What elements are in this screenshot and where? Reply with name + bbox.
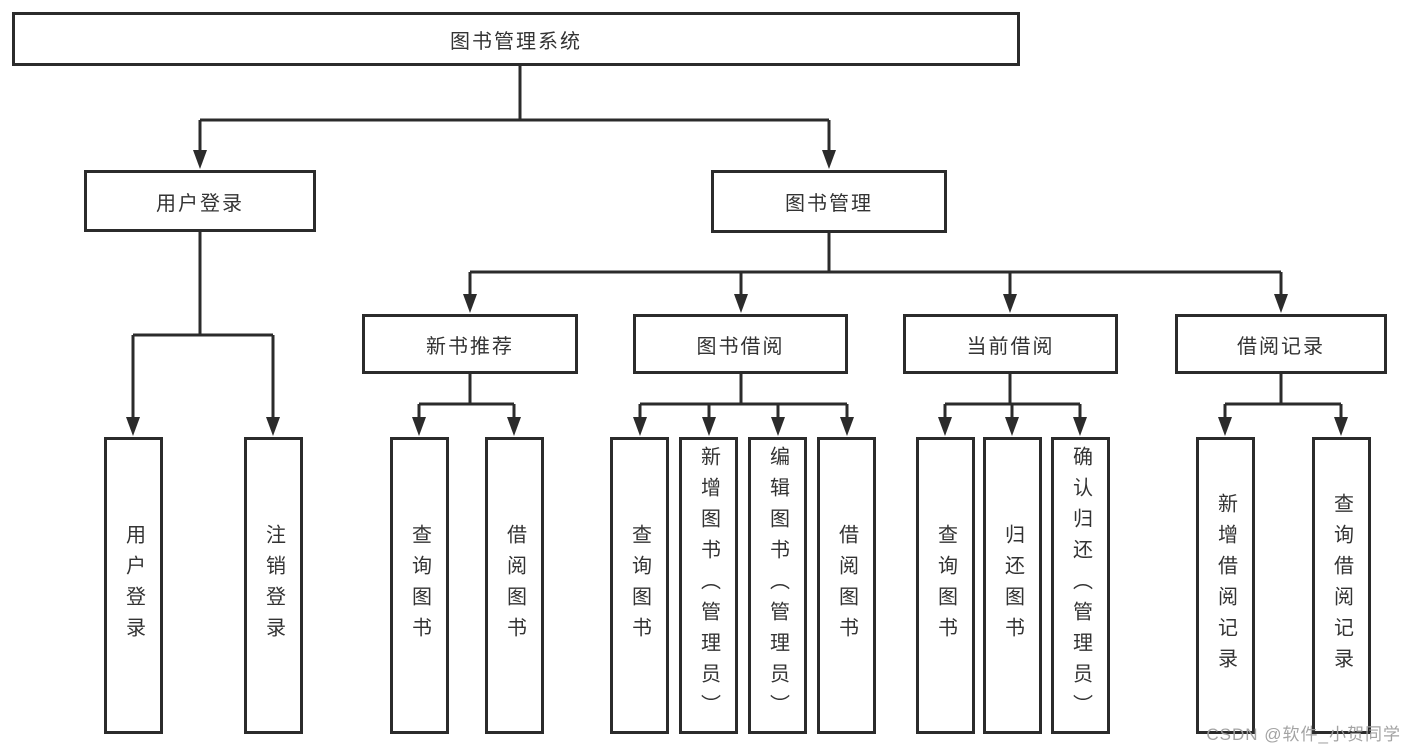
leaf-add-books-admin-label: 新增图书（管理员） bbox=[697, 446, 720, 725]
leaf-query-borrow-record-label: 查询借阅记录 bbox=[1330, 492, 1353, 679]
node-book-management-label: 图书管理 bbox=[785, 193, 873, 215]
leaf-add-books-admin: 新增图书（管理员） bbox=[679, 437, 738, 734]
node-book-borrowing-label: 图书借阅 bbox=[696, 335, 785, 358]
node-book-management: 图书管理 bbox=[711, 170, 947, 233]
leaf-borrow-books-label: 借阅图书 bbox=[835, 523, 858, 648]
leaf-query-books-recommend: 查询图书 bbox=[390, 437, 449, 734]
root-branch-connector bbox=[193, 66, 836, 169]
leaf-add-borrow-record-label: 新增借阅记录 bbox=[1214, 492, 1237, 679]
leaf-query-books-borrowing: 查询图书 bbox=[610, 437, 669, 734]
node-book-borrowing: 图书借阅 bbox=[633, 314, 848, 374]
leaf-query-borrow-record: 查询借阅记录 bbox=[1312, 437, 1371, 734]
root-node-label: 图书管理系统 bbox=[450, 30, 582, 53]
node-current-borrowing: 当前借阅 bbox=[903, 314, 1118, 374]
leaf-borrow-books-recommend: 借阅图书 bbox=[485, 437, 544, 734]
watermark-text: CSDN @软件_小贺同学 bbox=[1206, 725, 1401, 744]
leaf-edit-books-admin-label: 编辑图书（管理员） bbox=[766, 446, 789, 725]
leaf-return-books: 归还图书 bbox=[983, 437, 1042, 734]
book-management-branch-connector bbox=[463, 233, 1288, 313]
leaf-logout-label: 注销登录 bbox=[262, 523, 285, 648]
leaf-edit-books-admin: 编辑图书（管理员） bbox=[748, 437, 807, 734]
node-new-book-recommend: 新书推荐 bbox=[362, 314, 578, 374]
leaf-query-books-current-label: 查询图书 bbox=[934, 523, 957, 648]
root-node: 图书管理系统 bbox=[12, 12, 1020, 66]
leaf-query-books-recommend-label: 查询图书 bbox=[408, 523, 431, 648]
node-current-borrowing-label: 当前借阅 bbox=[966, 335, 1055, 358]
leaf-query-books-current: 查询图书 bbox=[916, 437, 975, 734]
leaf-add-borrow-record: 新增借阅记录 bbox=[1196, 437, 1255, 734]
user-login-branch-connector bbox=[126, 232, 280, 436]
leaf-borrow-books: 借阅图书 bbox=[817, 437, 876, 734]
leaf-confirm-return-admin: 确认归还（管理员） bbox=[1051, 437, 1110, 734]
leaf-user-login: 用户登录 bbox=[104, 437, 163, 734]
node-user-login-label: 用户登录 bbox=[156, 192, 244, 215]
node-borrow-records: 借阅记录 bbox=[1175, 314, 1387, 374]
leaf-confirm-return-admin-label: 确认归还（管理员） bbox=[1069, 446, 1092, 725]
new-book-recommend-branch-connector bbox=[412, 374, 521, 436]
node-borrow-records-label: 借阅记录 bbox=[1237, 335, 1325, 358]
borrow-records-branch-connector bbox=[1218, 374, 1348, 436]
leaf-return-books-label: 归还图书 bbox=[1001, 523, 1024, 648]
leaf-query-books-borrowing-label: 查询图书 bbox=[628, 523, 651, 648]
node-user-login: 用户登录 bbox=[84, 170, 316, 232]
leaf-logout: 注销登录 bbox=[244, 437, 303, 734]
node-new-book-recommend-label: 新书推荐 bbox=[426, 335, 514, 358]
leaf-borrow-books-recommend-label: 借阅图书 bbox=[503, 523, 526, 648]
book-borrowing-branch-connector bbox=[633, 374, 854, 436]
leaf-user-login-label: 用户登录 bbox=[122, 523, 145, 648]
current-borrowing-branch-connector bbox=[938, 374, 1087, 436]
